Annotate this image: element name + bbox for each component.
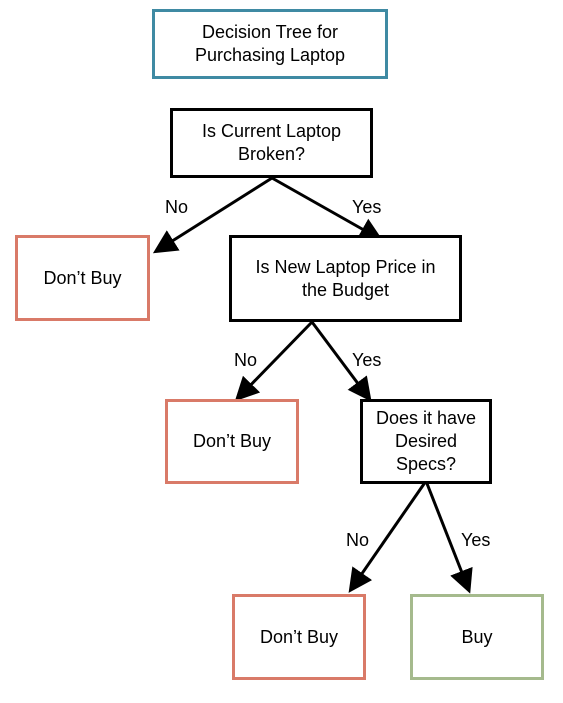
outcome-dont-buy-1: Don’t Buy xyxy=(15,235,150,321)
edge-label-q1-yes: Yes xyxy=(352,197,382,217)
edge-label-q3-yes: Yes xyxy=(461,530,491,550)
arrow-q1-yes xyxy=(271,176,384,241)
question-line-1: Is New Laptop Price in xyxy=(255,256,436,277)
question-line-1: Does it have xyxy=(375,408,477,428)
outcome-label: Don’t Buy xyxy=(43,267,122,288)
question-line-2: Desired xyxy=(394,431,458,451)
question-line-2: Broken? xyxy=(237,144,306,164)
question-line-2: the Budget xyxy=(301,279,390,300)
question-price-in-budget: Is New Laptop Price in the Budget xyxy=(229,235,462,322)
outcome-label: Buy xyxy=(461,626,493,647)
outcome-dont-buy-3: Don’t Buy xyxy=(232,594,366,680)
arrow-q2-no xyxy=(234,320,314,402)
arrow-q1-no xyxy=(152,176,273,254)
title-line-1: Decision Tree for xyxy=(201,22,339,42)
arrow-q3-no xyxy=(348,480,428,593)
outcome-buy: Buy xyxy=(410,594,544,680)
arrow-q2-yes xyxy=(310,321,372,402)
outcome-label: Don’t Buy xyxy=(192,431,272,451)
diagram-title: Decision Tree for Purchasing Laptop xyxy=(152,9,388,79)
question-desired-specs: Does it have Desired Specs? xyxy=(360,399,492,484)
edge-label-q3-no: No xyxy=(346,530,370,550)
edge-label-q2-no: No xyxy=(234,350,258,370)
question-current-laptop-broken: Is Current Laptop Broken? xyxy=(170,108,373,178)
arrow-q3-yes xyxy=(424,480,473,594)
question-line-1: Is Current Laptop xyxy=(201,121,342,141)
outcome-dont-buy-2: Don’t Buy xyxy=(165,399,299,484)
title-line-2: Purchasing Laptop xyxy=(194,45,346,65)
question-line-3: Specs? xyxy=(395,454,457,474)
outcome-label: Don’t Buy xyxy=(259,626,339,647)
edge-label-q1-no: No xyxy=(165,197,189,217)
edge-label-q2-yes: Yes xyxy=(352,350,382,370)
